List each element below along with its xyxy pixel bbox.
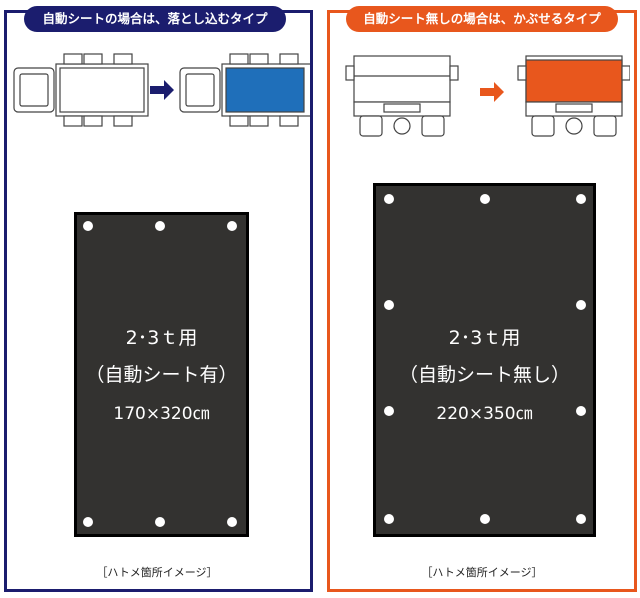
sheet-type-label: （自動シート有） (85, 364, 238, 386)
truck-rear-after (517, 55, 630, 137)
grommet-hole (384, 194, 394, 204)
grommet-hole (576, 300, 586, 310)
truck-rear-view-illustration (345, 55, 630, 137)
arrow-right-icon (480, 82, 504, 102)
truck-top-view-illustration (13, 53, 310, 127)
grommet-hole (83, 517, 93, 527)
drop-in-type-header: 自動シートの場合は、落とし込むタイプ (24, 6, 286, 32)
sheet-type-label: （自動シート無し） (398, 364, 570, 386)
sheet-size-label: 2･3ｔ用 (448, 327, 521, 349)
grommet-location-caption: ［ハトメ箇所イメージ］ (421, 566, 543, 579)
cover-type-header: 自動シート無しの場合は、かぶせるタイプ (346, 6, 618, 32)
grommet-hole (227, 221, 237, 231)
grommet-hole (227, 517, 237, 527)
grommet-hole (480, 514, 490, 524)
arrow-right-icon (150, 80, 174, 100)
truck-top-before (13, 53, 149, 127)
grommet-hole (384, 514, 394, 524)
grommet-hole (576, 406, 586, 416)
cover-sheet-orange (525, 59, 623, 103)
grommet-hole (576, 514, 586, 524)
cover-sheet-diagram: 2･3ｔ用 （自動シート無し） 220×350㎝ (373, 183, 596, 537)
grommet-location-caption: ［ハトメ箇所イメージ］ (96, 566, 218, 579)
sheet-dimension-label: 220×350㎝ (436, 404, 533, 424)
grommet-hole (155, 221, 165, 231)
grommet-hole (384, 406, 394, 416)
drop-in-sheet-diagram: 2･3ｔ用 （自動シート有） 170×320㎝ (74, 212, 249, 537)
grommet-hole (83, 221, 93, 231)
truck-rear-before (345, 55, 459, 137)
drop-in-sheet-blue (225, 67, 305, 113)
sheet-dimension-label: 170×320㎝ (113, 404, 210, 424)
grommet-hole (576, 194, 586, 204)
grommet-hole (480, 194, 490, 204)
grommet-hole (384, 300, 394, 310)
grommet-hole (155, 517, 165, 527)
sheet-size-label: 2･3ｔ用 (125, 327, 198, 349)
truck-top-after (179, 53, 310, 127)
